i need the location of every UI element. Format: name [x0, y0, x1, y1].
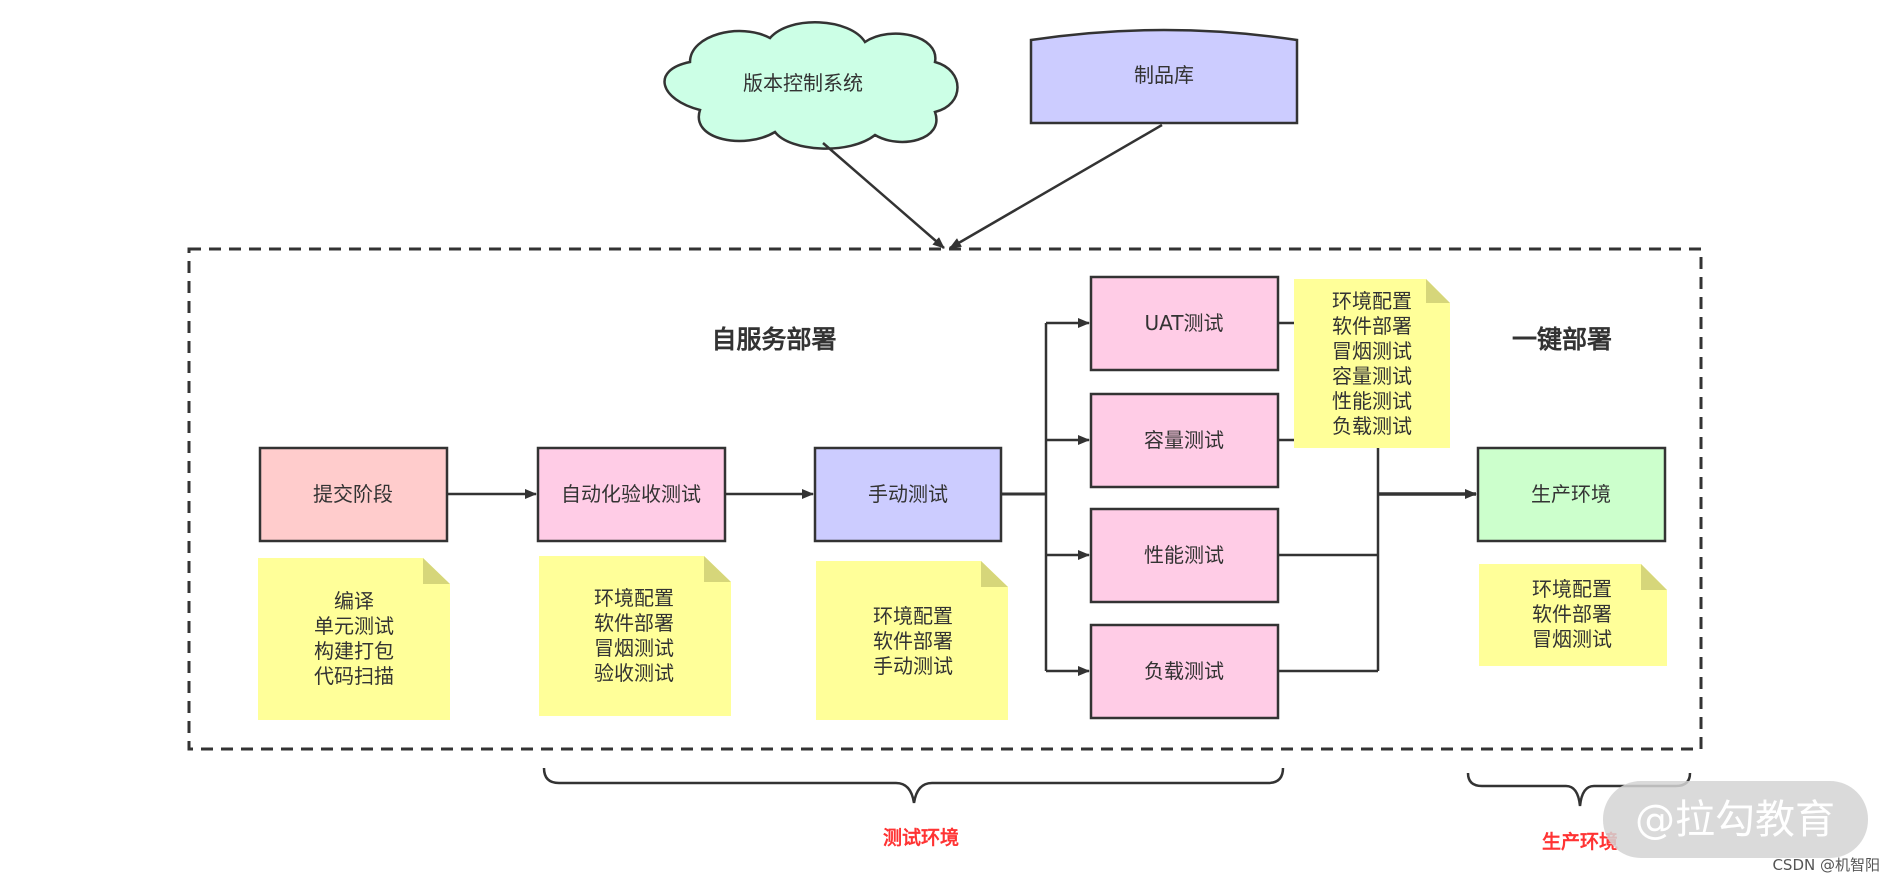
- svg-text:容量测试: 容量测试: [1332, 364, 1412, 388]
- svg-text:环境配置: 环境配置: [594, 586, 674, 610]
- svg-text:构建打包: 构建打包: [314, 639, 394, 663]
- watermark-text: @拉勾教育: [1635, 797, 1835, 843]
- svg-text:环境配置: 环境配置: [1532, 577, 1612, 601]
- test-environment-label: 测试环境: [883, 826, 959, 849]
- production-note-line-2: 软件部署: [1532, 602, 1612, 626]
- svg-text:冒烟测试: 冒烟测试: [1332, 339, 1412, 363]
- acceptance-note-line-3: 冒烟测试: [594, 636, 674, 660]
- acceptance-note-line-4: 验收测试: [594, 661, 674, 685]
- self-service-deploy-title: 自服务部署: [711, 325, 836, 354]
- manual-test-node[interactable]: 手动测试: [813, 446, 1003, 543]
- manual-note-line-1: 环境配置: [873, 604, 953, 628]
- svg-text:软件部署: 软件部署: [1532, 602, 1612, 626]
- svg-text:软件部署: 软件部署: [1332, 314, 1412, 338]
- commit-note-line-2: 单元测试: [314, 614, 394, 638]
- commit-note: 编译 单元测试 构建打包 代码扫描: [258, 558, 450, 720]
- artifact-repo-label: 制品库: [1134, 63, 1194, 87]
- svg-text:编译: 编译: [334, 589, 374, 613]
- load-test-node[interactable]: 负载测试: [1089, 623, 1280, 720]
- svg-text:冒烟测试: 冒烟测试: [1532, 627, 1612, 651]
- uat-note-line-3: 冒烟测试: [1332, 339, 1412, 363]
- manual-test-label: 手动测试: [868, 482, 948, 506]
- version-control-cloud[interactable]: 版本控制系统: [663, 21, 959, 150]
- csdn-credit: CSDN @机智阳: [1772, 856, 1880, 874]
- svg-text:性能测试: 性能测试: [1332, 389, 1412, 413]
- svg-text:验收测试: 验收测试: [594, 661, 674, 685]
- svg-text:软件部署: 软件部署: [594, 611, 674, 635]
- svg-text:单元测试: 单元测试: [314, 614, 394, 638]
- commit-stage-label: 提交阶段: [313, 482, 393, 506]
- arrow-vcs-to-pipeline: [822, 142, 945, 249]
- auto-acceptance-label: 自动化验收测试: [561, 482, 701, 506]
- commit-note-line-3: 构建打包: [314, 639, 394, 663]
- production-note-line-3: 冒烟测试: [1532, 627, 1612, 651]
- production-environment-label: 生产环境: [1542, 830, 1618, 853]
- fan-out-connector: [1001, 318, 1090, 676]
- deployment-scope-container: [187, 247, 1703, 751]
- auto-acceptance-note: 环境配置 软件部署 冒烟测试 验收测试: [539, 556, 731, 716]
- uat-test-label: UAT测试: [1145, 311, 1224, 335]
- svg-text:负载测试: 负载测试: [1332, 414, 1412, 438]
- manual-note: 环境配置 软件部署 手动测试: [816, 561, 1008, 720]
- svg-text:软件部署: 软件部署: [873, 629, 953, 653]
- svg-text:冒烟测试: 冒烟测试: [594, 636, 674, 660]
- uat-note-line-6: 负载测试: [1332, 414, 1412, 438]
- acceptance-note-line-2: 软件部署: [594, 611, 674, 635]
- svg-text:代码扫描: 代码扫描: [314, 664, 394, 688]
- uat-note-line-4: 容量测试: [1332, 364, 1412, 388]
- version-control-label: 版本控制系统: [743, 71, 863, 95]
- production-node[interactable]: 生产环境: [1476, 446, 1667, 543]
- uat-note-line-2: 软件部署: [1332, 314, 1412, 338]
- performance-test-label: 性能测试: [1144, 543, 1224, 567]
- capacity-test-label: 容量测试: [1144, 428, 1224, 452]
- commit-stage-node[interactable]: 提交阶段: [258, 446, 449, 543]
- watermark-badge: @拉勾教育: [1603, 781, 1868, 858]
- load-test-label: 负载测试: [1144, 659, 1224, 683]
- uat-group-note: 环境配置 软件部署 冒烟测试 容量测试 性能测试 负载测试: [1294, 279, 1450, 448]
- commit-note-line-4: 代码扫描: [314, 664, 394, 688]
- production-note: 环境配置 软件部署 冒烟测试: [1479, 564, 1667, 666]
- one-click-deploy-title: 一键部署: [1512, 325, 1612, 354]
- uat-note-line-5: 性能测试: [1332, 389, 1412, 413]
- svg-text:手动测试: 手动测试: [873, 654, 953, 678]
- acceptance-note-line-1: 环境配置: [594, 586, 674, 610]
- uat-note-line-1: 环境配置: [1332, 289, 1412, 313]
- test-env-brace: [542, 767, 1285, 804]
- performance-test-node[interactable]: 性能测试: [1089, 507, 1280, 604]
- commit-note-line-1: 编译: [334, 589, 374, 613]
- production-note-line-1: 环境配置: [1532, 577, 1612, 601]
- arrow-repo-to-pipeline: [949, 123, 1163, 250]
- uat-test-node[interactable]: UAT测试: [1089, 275, 1280, 372]
- svg-text:环境配置: 环境配置: [1332, 289, 1412, 313]
- svg-text:环境配置: 环境配置: [873, 604, 953, 628]
- production-label: 生产环境: [1531, 482, 1611, 506]
- auto-acceptance-node[interactable]: 自动化验收测试: [536, 446, 727, 543]
- artifact-repo-node[interactable]: 制品库: [1029, 28, 1299, 125]
- manual-note-line-2: 软件部署: [873, 629, 953, 653]
- capacity-test-node[interactable]: 容量测试: [1089, 392, 1280, 489]
- manual-note-line-3: 手动测试: [873, 654, 953, 678]
